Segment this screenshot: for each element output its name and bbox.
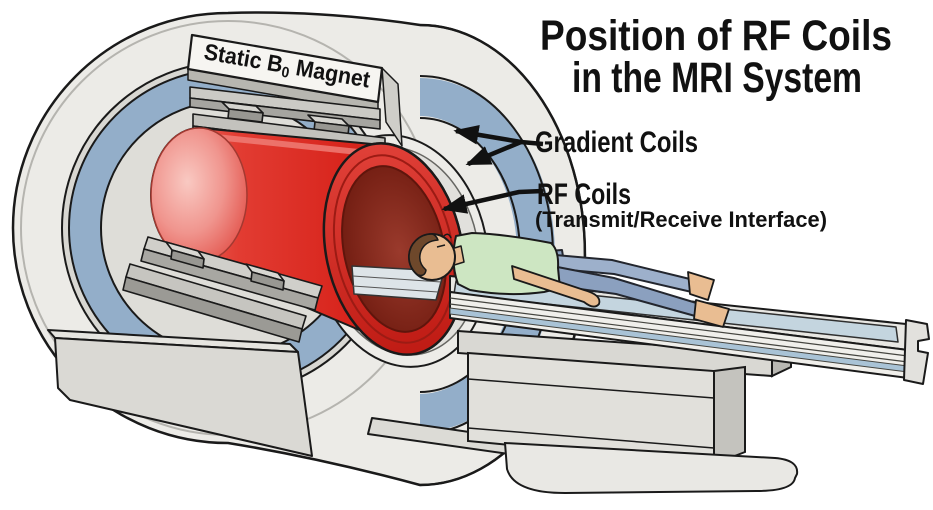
gradient-coils-label: Gradient Coils (535, 126, 698, 159)
table-rail-lines (449, 297, 909, 363)
patient (408, 232, 730, 328)
gradient-coil-rails-bottom (122, 236, 323, 343)
text-labels: Position of RF Coils in the MRI System G… (535, 12, 892, 232)
pedestal-column-side (713, 365, 746, 466)
table-end-cap (903, 319, 930, 385)
patient-forearm (511, 265, 601, 308)
cutaway-right-wall (381, 67, 403, 147)
right-stack-outer-edge (419, 23, 587, 487)
annotation-arrows (441, 124, 544, 214)
b0-magnet-band (186, 33, 384, 104)
title-line2: in the MRI System (572, 54, 862, 102)
pedestal-divider-lines (467, 378, 715, 449)
title-line1: Position of RF Coils (540, 12, 892, 60)
pedestal-foot (503, 441, 799, 495)
base-front-face (54, 337, 313, 457)
patient-hair (408, 233, 439, 277)
patient-near-foot (693, 299, 730, 328)
gradient-coils-arrow-lower (465, 139, 522, 167)
rf-coils-arrow (441, 188, 544, 214)
rf-coils-sublabel: (Transmit/Receive Interface) (535, 207, 827, 232)
scanner-base (47, 329, 526, 457)
rf-coil-top-highlight (203, 133, 371, 156)
table-pedestal (457, 329, 799, 495)
patient-far-foot (687, 271, 715, 301)
rf-coils-label: RF Coils (537, 178, 631, 211)
patient-face-lines (436, 233, 452, 248)
